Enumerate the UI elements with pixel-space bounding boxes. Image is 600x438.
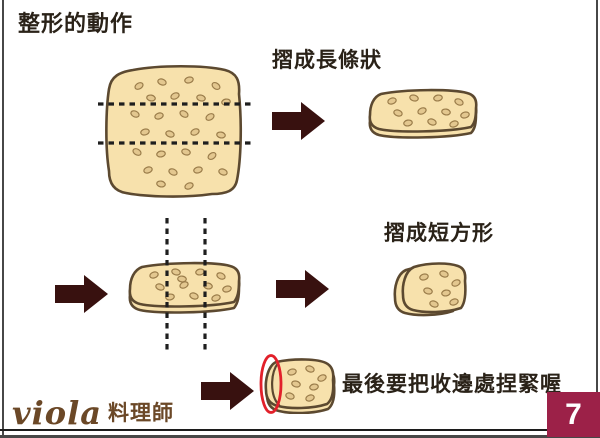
footer-rule	[0, 429, 600, 431]
sesame-seed	[291, 380, 301, 388]
frame-bottom-border	[0, 435, 600, 438]
sesame-seed	[449, 298, 459, 306]
sesame-seed	[433, 94, 443, 102]
dough-short-square-illustration	[393, 262, 467, 317]
sesame-seed	[157, 78, 167, 86]
dough-long-strip-illustration	[368, 88, 478, 139]
sesame-seed	[216, 272, 226, 280]
sesame-seed	[149, 271, 159, 279]
sesame-seed	[171, 268, 181, 276]
sesame-seed	[179, 110, 189, 118]
sesame-seed	[193, 166, 203, 174]
sesame-seed	[168, 168, 178, 176]
sesame-seed	[419, 273, 429, 281]
step1-label: 摺成長條狀	[272, 49, 382, 72]
sesame-seed	[146, 94, 156, 102]
sesame-seed	[134, 82, 144, 90]
sesame-seed	[309, 383, 319, 391]
sesame-seed	[423, 287, 433, 295]
sesame-seed	[403, 119, 413, 127]
sesame-seed	[285, 392, 295, 400]
sesame-seed	[460, 111, 470, 119]
sesame-seed	[154, 112, 164, 120]
sesame-seed	[317, 374, 327, 382]
sesame-seed	[177, 275, 187, 283]
brand-role: 料理師	[107, 402, 174, 425]
sesame-seed	[449, 120, 459, 128]
sesame-seed	[190, 128, 200, 136]
sesame-seed	[170, 92, 180, 100]
brand-name: viola	[12, 394, 102, 432]
sesame-seed	[454, 98, 464, 106]
sesame-seed	[207, 151, 217, 161]
frame-right-border	[596, 0, 598, 438]
step2-label: 摺成短方形	[384, 222, 494, 245]
sesame-seed	[211, 294, 221, 302]
page-number-badge: 7	[547, 392, 600, 437]
sesame-seed	[222, 285, 232, 293]
sesame-seed	[218, 168, 228, 176]
sesame-seed	[203, 282, 213, 290]
dough-roll-illustration	[264, 358, 336, 414]
dough-square-illustration	[105, 64, 243, 198]
sesame-seed	[143, 166, 153, 174]
sesame-seed	[451, 279, 461, 287]
sesame-seed	[184, 76, 194, 84]
sesame-seed	[195, 268, 205, 276]
frame-left-border	[2, 0, 4, 438]
sesame-seed	[130, 110, 140, 118]
sesame-seed	[155, 283, 165, 291]
sesame-seed	[181, 148, 191, 156]
sesame-seed	[409, 94, 419, 102]
sesame-seed	[216, 131, 226, 139]
sesame-seed	[387, 97, 397, 105]
sesame-seed	[165, 130, 175, 138]
sesame-seed	[196, 94, 206, 102]
sesame-seed	[417, 107, 427, 115]
sesame-seed	[305, 365, 315, 373]
sesame-seed	[441, 289, 451, 297]
page-title: 整形的動作	[18, 11, 134, 36]
sesame-seed	[205, 113, 215, 121]
sesame-seed	[156, 150, 166, 158]
dough-flat-strip-illustration	[128, 261, 241, 314]
sesame-seed	[393, 109, 403, 117]
sesame-seed	[439, 270, 449, 278]
sesame-seed	[156, 180, 166, 188]
sesame-seed	[221, 98, 231, 106]
arrow-right-icon	[276, 270, 329, 308]
sesame-seed	[441, 108, 451, 116]
sesame-seed	[427, 118, 437, 126]
sesame-seed	[189, 292, 199, 300]
sesame-seed	[287, 368, 297, 376]
sesame-seed	[211, 81, 221, 91]
sesame-seed	[132, 148, 142, 156]
arrow-right-icon	[55, 275, 108, 313]
sesame-seed	[429, 300, 439, 308]
sesame-seed	[184, 182, 194, 190]
step3-label: 最後要把收邊處捏緊喔	[342, 373, 562, 396]
page-number: 7	[565, 397, 582, 431]
sesame-seed	[140, 128, 150, 136]
sesame-seed	[305, 394, 315, 402]
sesame-seed	[165, 293, 175, 301]
arrow-right-icon	[201, 372, 254, 410]
arrow-right-icon	[272, 102, 325, 140]
